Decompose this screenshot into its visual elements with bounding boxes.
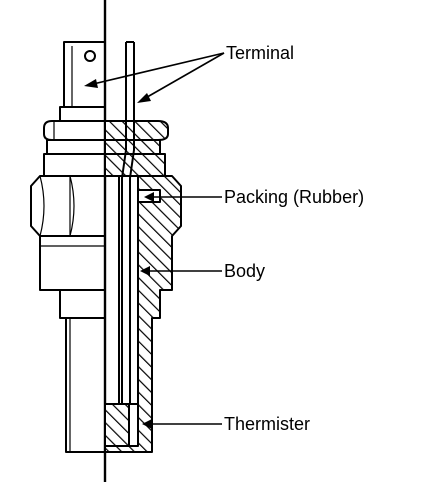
callout-terminal: Terminal xyxy=(84,43,294,103)
ring-lower xyxy=(43,153,106,177)
terminal-leader-left xyxy=(88,52,225,86)
ring-upper xyxy=(46,139,106,155)
cap-section xyxy=(104,120,169,141)
sensor-exterior-view xyxy=(30,41,106,453)
callout-body: Body xyxy=(140,261,265,281)
body-step xyxy=(59,289,106,319)
crimp-collar xyxy=(43,120,105,141)
terminal-wire xyxy=(121,42,127,404)
terminal-hole xyxy=(84,50,96,62)
packing-label: Packing (Rubber) xyxy=(224,187,364,207)
callout-packing: Packing (Rubber) xyxy=(144,187,364,207)
thermister-label: Thermister xyxy=(224,414,310,434)
body-label: Body xyxy=(224,261,265,281)
callout-thermister: Thermister xyxy=(142,414,310,434)
sensor-cross-section xyxy=(104,41,182,453)
probe-tube xyxy=(65,317,106,453)
terminal-neck xyxy=(59,106,106,122)
terminal-label: Terminal xyxy=(226,43,294,63)
threaded-section xyxy=(39,235,106,291)
terminal-leader-right xyxy=(141,52,225,101)
thermister-element xyxy=(104,403,130,447)
